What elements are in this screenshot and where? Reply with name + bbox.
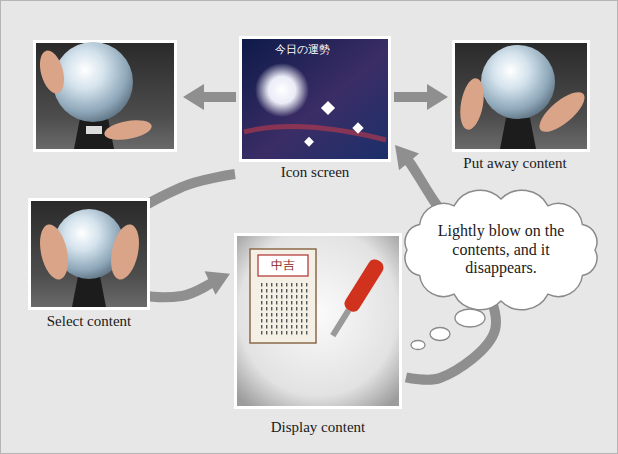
arrow-shaft [394,92,428,102]
device-stand [72,276,106,307]
screen-photo-image [234,233,402,409]
photo-frame [452,40,590,152]
arrowhead [395,145,419,170]
photo-ground [36,43,174,149]
icon-diamond [321,101,335,115]
bubble [430,328,450,341]
screen-photo-image [239,36,391,162]
photo-frame [239,36,391,162]
arrowhead [183,84,204,110]
photo-frame [33,40,177,152]
tool-handle [342,257,386,315]
screen-photo: Display content [230,233,406,436]
hand [106,222,143,282]
icon-diamond [352,122,363,133]
caption: Display content [230,419,406,436]
icon-diamond [304,137,314,147]
fortune-text: 中吉 [271,259,295,272]
cloud-text: Lightly blow on the contents, and it dis… [426,222,576,277]
device-photo [28,198,150,310]
arrowhead [205,271,230,295]
arrowhead [427,84,448,110]
cloud-outline-path [405,190,597,310]
card-header [258,255,308,276]
hand [35,222,72,282]
hand [103,117,153,143]
light-streak [244,127,386,140]
thought-cloud: Lightly blow on the contents, and it dis… [398,190,604,310]
screen-ground [242,39,388,159]
crystal-ball [53,42,133,122]
photo-frame [234,233,402,409]
screen-ground [237,236,399,406]
caption: Select content [18,313,160,330]
thought-bubbles [411,309,485,350]
fortune-card [250,249,316,343]
edge-label: Put away content [463,155,566,172]
stand-plate [86,126,102,134]
hand [36,48,69,96]
bubble [455,309,485,327]
bubble [411,341,425,350]
card-script [258,281,308,337]
screen-photo: Icon screen [235,36,395,181]
screen-text: 今日の運勢 [275,44,330,56]
red-tool [326,257,386,340]
arrow-shaft [203,92,236,102]
device-photo [452,40,591,152]
photo-frame [28,198,150,310]
device-photo [33,40,177,152]
device-stand [500,118,536,149]
photo-ground [31,201,147,307]
hand [533,86,590,139]
hand [457,76,488,131]
glowing-icon [255,63,309,117]
crystal-ball [481,45,555,119]
caption: Icon screen [235,164,395,181]
photo-panel: Select content [18,198,160,330]
tool-shaft [330,309,351,338]
